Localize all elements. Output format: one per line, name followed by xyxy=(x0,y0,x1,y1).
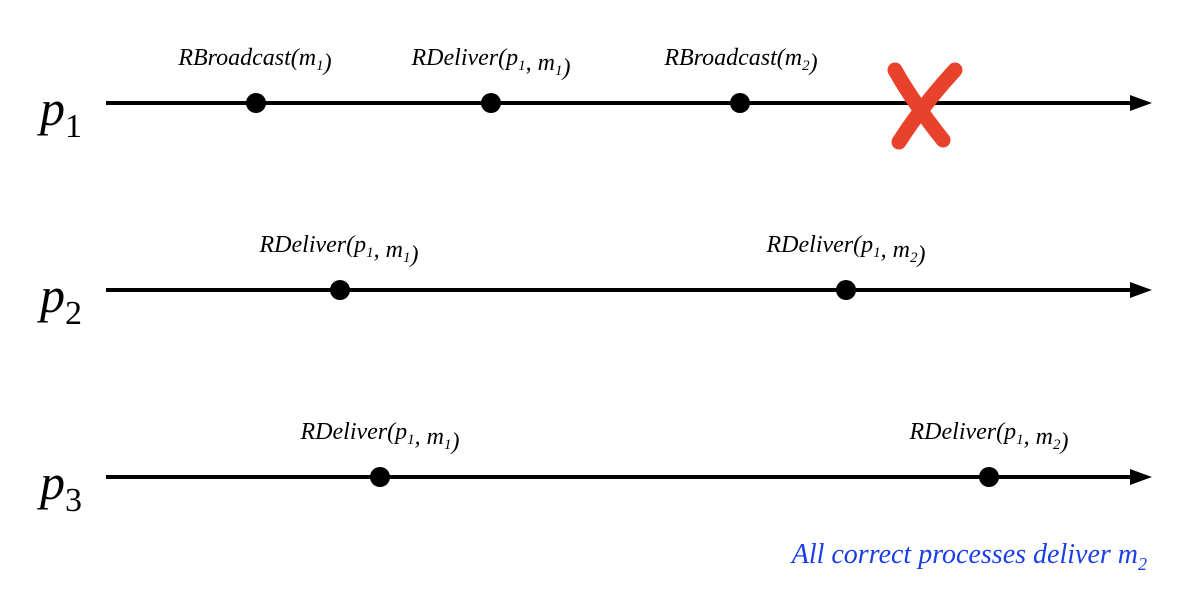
event-dot xyxy=(481,93,501,113)
note-text: All correct processes deliver m2 xyxy=(790,539,1147,574)
event-dot xyxy=(730,93,750,113)
process-label-p1: p1 xyxy=(37,80,82,145)
event-dot xyxy=(370,467,390,487)
event-label: RBroadcast(m2) xyxy=(663,45,817,76)
event-label: RDeliver(p1, m2) xyxy=(909,419,1069,455)
crash-x-icon xyxy=(887,62,963,150)
process-label-p2: p2 xyxy=(37,267,82,332)
event-dot xyxy=(330,280,350,300)
event-dot xyxy=(246,93,266,113)
event-label: RDeliver(p1, m1) xyxy=(259,232,419,268)
event-label: RDeliver(p1, m1) xyxy=(411,45,571,81)
event-dot xyxy=(979,467,999,487)
event-label: RDeliver(p1, m2) xyxy=(766,232,926,268)
event-label: RBroadcast(m1) xyxy=(177,45,331,76)
event-label: RDeliver(p1, m1) xyxy=(300,419,460,455)
event-dot xyxy=(836,280,856,300)
process-label-p3: p3 xyxy=(37,454,82,519)
